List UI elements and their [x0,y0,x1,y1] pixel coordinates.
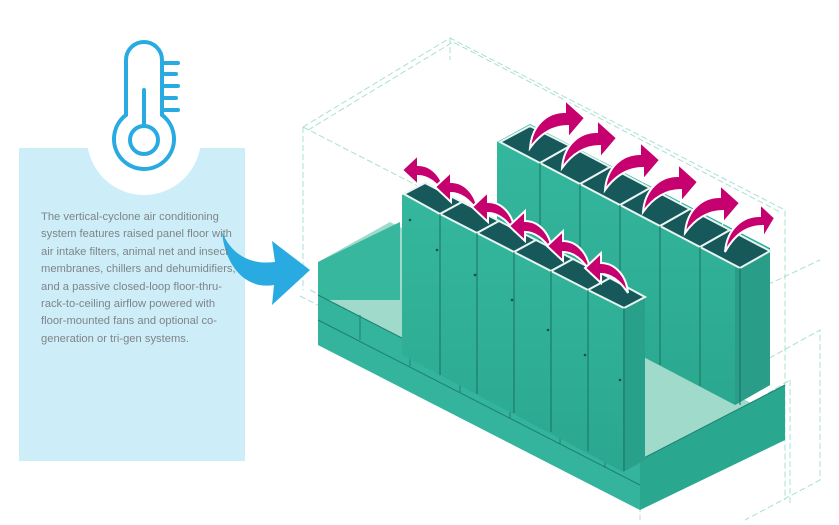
airflow-arrow-icon [683,182,742,237]
airflow-arrow-icon [400,152,446,196]
airflow-arrow-icon [583,250,629,294]
airflow-arrow-icon [470,189,516,233]
info-panel [19,148,245,461]
description-text: The vertical-cyclone air conditioning sy… [41,211,236,345]
airflow-arrow-icon [545,228,591,272]
airflow-arrow-icon [528,97,587,152]
airflow-arrow-icon [433,169,479,213]
front-rack-row [401,181,648,472]
airflow-arrows-front [400,152,629,294]
back-rack-row [497,124,773,405]
airflow-arrow-icon [641,161,700,216]
curved-arrow-icon [222,232,310,305]
airflow-arrows-back [528,97,777,253]
thermometer-badge [87,40,201,195]
airflow-arrow-icon [560,117,619,172]
airflow-arrow-icon [724,201,777,253]
thermometer-icon [112,40,180,171]
airflow-arrow-icon [603,139,662,194]
airflow-arrow-icon [507,208,553,252]
